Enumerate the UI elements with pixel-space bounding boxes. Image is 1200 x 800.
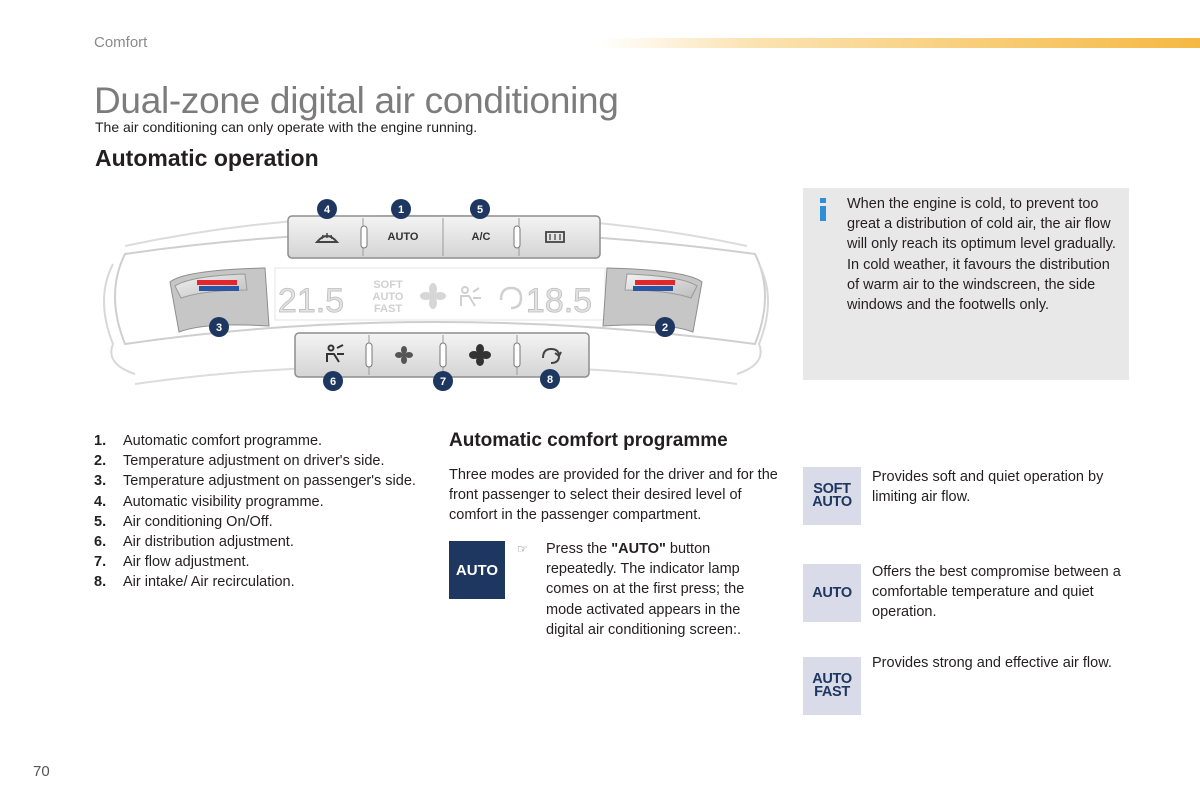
callout-5: 5: [477, 204, 483, 216]
mode-auto-fast-description: Provides strong and effective air flow.: [872, 655, 1112, 671]
display-fan-icon: [420, 283, 446, 309]
auto-button-label: AUTO: [388, 231, 419, 243]
info-text: When the engine is cold, to prevent too …: [847, 194, 1119, 315]
display-soft: SOFT: [373, 279, 403, 291]
rear-demist-icon: [545, 231, 565, 243]
numbered-control-list: 1.Automatic comfort programme. 2.Tempera…: [94, 431, 424, 593]
intro-text: The air conditioning can only operate wi…: [95, 119, 478, 135]
temperature-knob-left: [169, 267, 270, 333]
page-title: Dual-zone digital air conditioning: [94, 80, 619, 121]
header-gradient-bar: [600, 38, 1200, 48]
list-item: 1.Automatic comfort programme.: [94, 433, 323, 449]
callout-7: 7: [440, 376, 446, 388]
fan-icon-large: [469, 344, 491, 366]
callout-4: 4: [324, 204, 331, 216]
heading-automatic-operation: Automatic operation: [95, 145, 319, 171]
auto-button-image: AUTO: [449, 541, 505, 599]
list-item: 5.Air conditioning On/Off.: [94, 513, 273, 530]
info-icon: [817, 198, 829, 222]
callout-2: 2: [662, 322, 668, 334]
ac-button-label: A/C: [472, 231, 491, 243]
display-temp-left: 21.5: [278, 282, 344, 320]
press-instruction: Press the "AUTO" button repeatedly. The …: [546, 541, 745, 638]
callout-1: 1: [398, 204, 404, 216]
section-label: Comfort: [94, 34, 148, 51]
temperature-knob-right: [602, 267, 703, 333]
display-temp-right: 18.5: [526, 282, 592, 320]
control-panel-illustration: AUTO A/C 21.5 18.5 SOFT AUTO FAST: [103, 199, 769, 391]
list-item: 7.Air flow adjustment.: [94, 554, 250, 571]
mode-soft-auto-description: Provides soft and quiet operation by lim…: [872, 469, 1104, 506]
info-paragraph-1: When the engine is cold, to prevent too …: [847, 196, 1116, 253]
mode-auto-description: Offers the best compromise between a com…: [872, 564, 1121, 621]
page-number: 70: [33, 763, 50, 780]
air-distribution-icon: [326, 344, 344, 363]
recirculation-icon: [542, 347, 562, 364]
info-paragraph-2: In cold weather, it favours the distribu…: [847, 256, 1110, 314]
display-auto: AUTO: [373, 291, 404, 303]
list-item: 8.Air intake/ Air recirculation.: [94, 574, 295, 591]
callout-6: 6: [330, 376, 336, 388]
list-item: 6.Air distribution adjustment.: [94, 534, 294, 551]
callout-3: 3: [216, 322, 222, 334]
display-recirculation-icon: [499, 286, 523, 310]
mode-auto-icon: AUTO: [803, 564, 861, 622]
list-item: 3.Temperature adjustment on passenger's …: [94, 473, 416, 490]
comfort-description: Three modes are provided for the driver …: [449, 467, 778, 524]
list-item: 4.Automatic visibility programme.: [94, 493, 324, 510]
heading-comfort-programme: Automatic comfort programme: [449, 430, 728, 451]
display-fast: FAST: [374, 303, 402, 315]
fan-icon-small: [395, 346, 413, 364]
callout-8: 8: [547, 374, 553, 386]
info-box: When the engine is cold, to prevent too …: [803, 188, 1129, 380]
display-distribution-icon: [460, 286, 481, 307]
list-item: 2.Temperature adjustment on driver's sid…: [94, 453, 385, 470]
pointing-hand-icon: ☞: [517, 542, 528, 556]
front-demist-icon: [314, 233, 340, 243]
